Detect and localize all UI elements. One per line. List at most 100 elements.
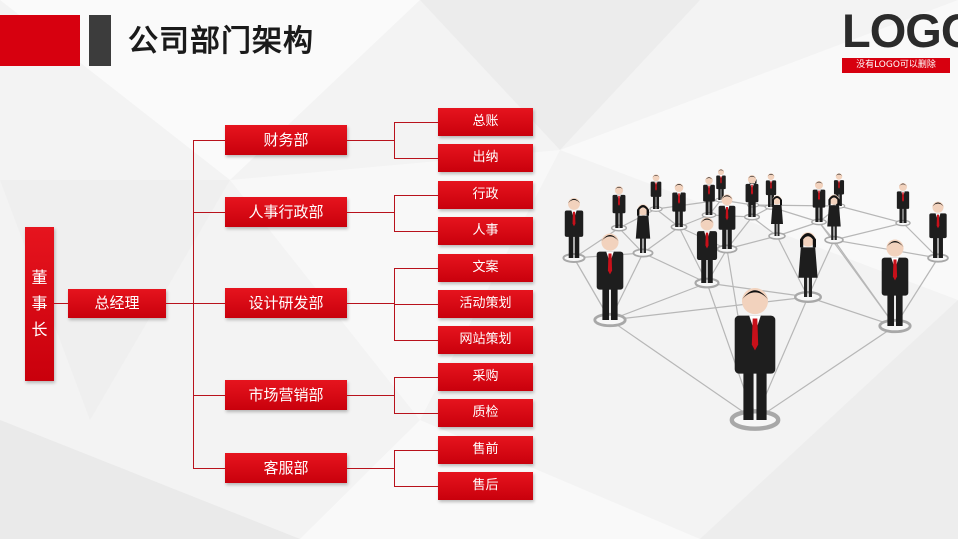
node-sub-department: 人事 [438,217,533,245]
person-male-icon [881,239,909,326]
page-title: 公司部门架构 [128,24,314,59]
person-platform [729,409,781,431]
network-link [833,222,904,241]
connector-dept-3 [193,395,225,396]
connector-sub-4-0 [394,450,438,451]
header-gray-bar [89,15,111,66]
network-link [776,235,809,298]
person-male-icon [929,201,947,258]
person-female-icon [771,195,783,236]
person-male-icon [734,288,776,420]
node-department: 客服部 [225,453,347,483]
connector-sub-3-0 [394,377,438,378]
connector-sub-0-1 [394,158,438,159]
connector-dept-1 [193,212,225,213]
connector-sub-2-2 [394,340,438,341]
connector-dept-sub-4 [347,468,394,469]
connector-sub-trunk-1 [394,195,395,232]
network-link [609,319,756,421]
node-department: 人事行政部 [225,197,347,227]
node-sub-department: 售前 [438,436,533,464]
person-male-icon [650,174,662,209]
node-ceo: 董事长 [25,227,54,381]
connector-sub-0-0 [394,122,438,123]
node-sub-department: 文案 [438,254,533,282]
network-link [754,325,896,421]
connector-sub-trunk-4 [394,450,395,487]
logo: LOGO [842,4,958,57]
header-red-bar [0,15,80,66]
connector-ceo-gm [54,303,68,304]
network-link [838,205,904,224]
person-platform [610,224,628,232]
person-male-icon [703,176,715,215]
connector-dept-sub-2 [347,303,394,304]
person-female-icon [635,204,651,253]
person-platform [632,248,654,258]
connector-dept-sub-0 [347,140,394,141]
connector-sub-1-0 [394,195,438,196]
network-link [902,222,939,259]
person-male-icon [564,197,584,258]
person-platform [768,232,786,240]
person-male-icon [896,182,910,223]
person-male-icon [812,181,826,222]
network-link [642,226,680,254]
person-male-icon [672,183,686,227]
connector-sub-2-1 [394,304,438,305]
connector-dept-sub-3 [347,395,394,396]
node-general-manager: 总经理 [68,289,166,318]
person-male-icon [718,194,736,249]
connector-sub-1-1 [394,231,438,232]
person-platform [649,206,663,212]
person-female-icon [798,232,818,297]
connector-dept-4 [193,468,225,469]
person-platform [878,318,912,334]
node-sub-department: 网站策划 [438,326,533,354]
connector-sub-2-0 [394,268,438,269]
node-sub-department: 出纳 [438,144,533,172]
connector-trunk [193,140,194,469]
network-link [833,239,939,259]
person-platform [927,253,949,263]
network-link [807,239,835,298]
node-department: 财务部 [225,125,347,155]
network-link [642,252,708,284]
person-platform [593,312,627,328]
logo-caption: 没有LOGO可以删除 [842,58,950,73]
node-sub-department: 总账 [438,108,533,136]
person-male-icon [596,233,624,320]
person-platform [562,253,586,263]
person-platform [694,277,720,289]
node-sub-department: 质检 [438,399,533,427]
connector-dept-sub-1 [347,212,394,213]
person-female-icon [827,194,841,240]
connector-sub-3-1 [394,413,438,414]
connector-dept-0 [193,140,225,141]
node-department: 市场营销部 [225,380,347,410]
connector-sub-trunk-3 [394,377,395,414]
node-sub-department: 行政 [438,181,533,209]
person-male-icon [716,169,726,200]
connector-sub-4-1 [394,486,438,487]
connector-sub-trunk-0 [394,122,395,159]
person-platform [743,213,761,221]
network-link [807,296,896,327]
connector-dept-2 [193,303,225,304]
node-department: 设计研发部 [225,288,347,318]
person-platform [716,244,738,254]
node-ceo-label: 董事长 [31,268,48,339]
person-platform [811,218,827,226]
person-platform [670,223,688,231]
person-male-icon [745,175,759,217]
node-sub-department: 活动策划 [438,290,533,318]
person-platform [794,291,823,304]
person-platform [824,235,844,245]
network-link [573,227,620,259]
connector-gm-trunk [166,303,193,304]
node-sub-department: 售后 [438,472,533,500]
node-sub-department: 采购 [438,363,533,391]
person-male-icon [696,217,718,283]
